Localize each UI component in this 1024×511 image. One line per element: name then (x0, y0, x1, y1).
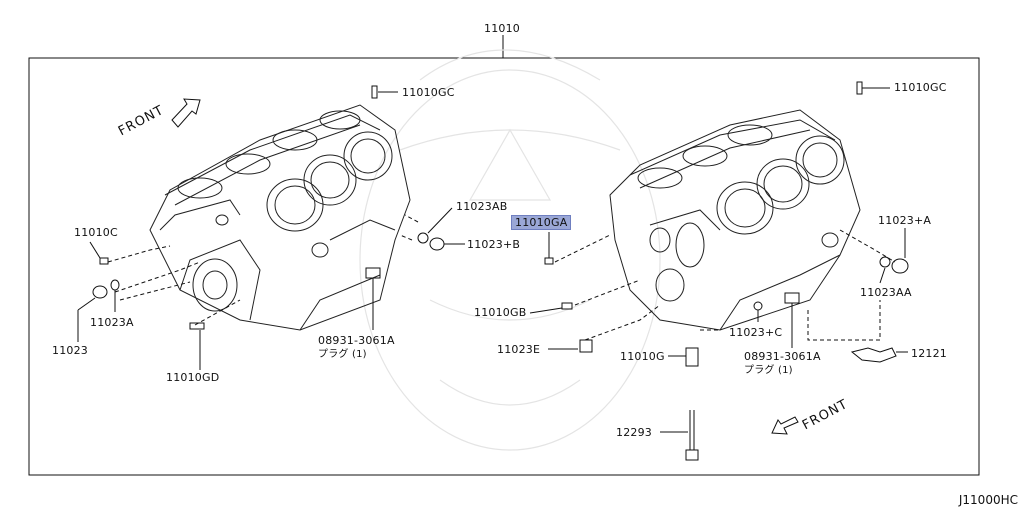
right-gb-pin (561, 302, 573, 310)
callout-right-12121[interactable]: 12121 (911, 347, 947, 360)
assembly-frame (28, 57, 980, 476)
right-ga-pin (544, 257, 554, 265)
callout-left-plug-text: プラグ (1) (318, 349, 367, 360)
callout-left-11010c[interactable]: 11010C (74, 226, 118, 239)
left-gc-pin (371, 85, 378, 99)
callout-right-11023plus-a[interactable]: 11023+A (878, 214, 932, 227)
right-front-arrow (771, 416, 799, 435)
callout-right-11023e[interactable]: 11023E (497, 343, 541, 356)
right-12293-bolt-head (685, 449, 699, 461)
callout-left-plug-number[interactable]: 08931-3061A (318, 334, 395, 347)
callout-right-12293[interactable]: 12293 (616, 426, 652, 439)
callout-right-11023plus-c[interactable]: 11023+C (729, 326, 783, 339)
right-plug (784, 292, 800, 304)
callout-left-11010gc[interactable]: 11010GC (402, 86, 455, 99)
callout-left-11023b[interactable]: 11023+B (467, 238, 521, 251)
right-12121-bracket (850, 347, 897, 363)
callout-right-11010g[interactable]: 11010G (620, 350, 665, 363)
left-front-arrow (171, 98, 201, 128)
right-23c-pin (753, 301, 763, 311)
callout-left-11023ab[interactable]: 11023AB (456, 200, 508, 213)
callout-right-11023aa[interactable]: 11023AA (860, 286, 912, 299)
right-g-dowel (685, 347, 699, 367)
right-23e-plug (579, 339, 593, 353)
callout-right-plug-number[interactable]: 08931-3061A (744, 350, 821, 363)
callout-right-11010gc[interactable]: 11010GC (894, 81, 947, 94)
callout-left-11010gd[interactable]: 11010GD (166, 371, 220, 384)
assembly-number: 11010 (484, 22, 520, 35)
left-gd-pin (189, 322, 205, 330)
callout-right-plug-text: プラグ (1) (744, 365, 793, 376)
callout-right-11010ga-highlighted[interactable]: 11010GA (511, 215, 572, 230)
right-23aa-washer (879, 256, 891, 268)
callout-left-11023a[interactable]: 11023A (90, 316, 134, 329)
right-engine-block (609, 109, 861, 331)
watermark-emblem (359, 49, 661, 451)
left-23b-plug (429, 237, 445, 251)
left-plug (365, 267, 381, 279)
callout-right-11010gb[interactable]: 11010GB (474, 306, 527, 319)
right-23a-plug (891, 258, 909, 274)
left-23ab-washer (417, 232, 429, 244)
left-c-pin (99, 257, 109, 265)
callout-left-11023[interactable]: 11023 (52, 344, 88, 357)
right-gc-pin (856, 81, 863, 95)
diagram-reference-code: J11000HC (958, 493, 1018, 507)
left-engine-block (149, 104, 411, 331)
left-23-plug (92, 285, 108, 299)
